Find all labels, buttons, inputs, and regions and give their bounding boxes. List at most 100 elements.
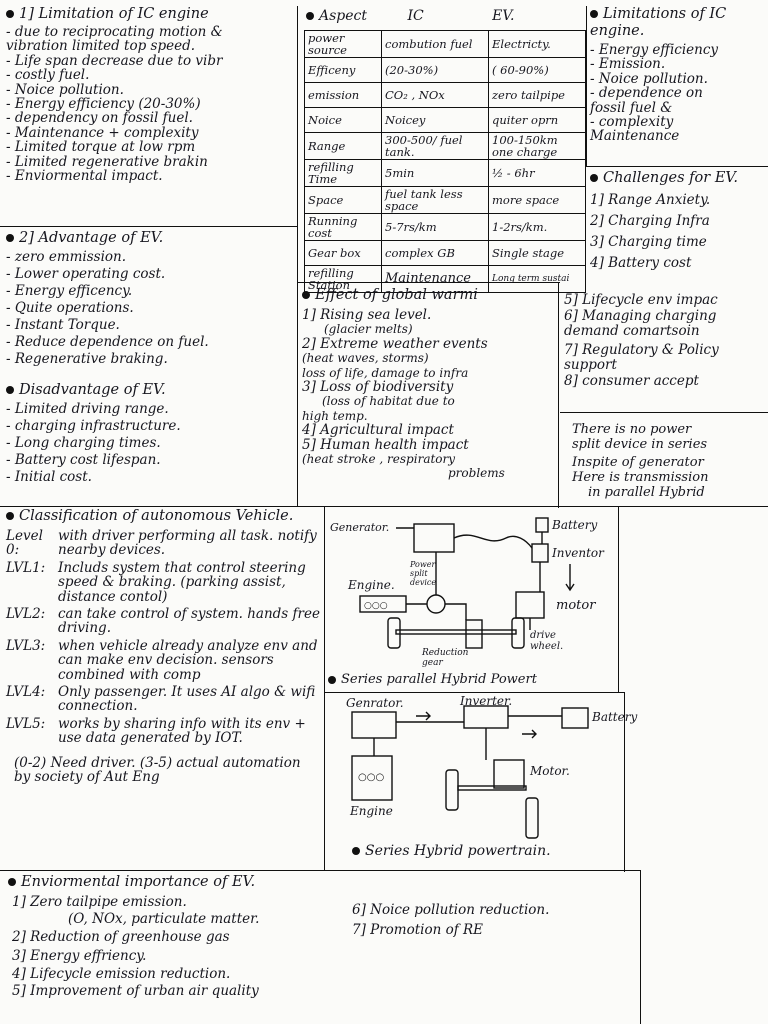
list-item: 3] Charging time	[590, 234, 707, 250]
list-item: - Regenerative braking.	[6, 351, 168, 367]
battery-label: Battery	[592, 710, 638, 724]
cell-aspect: Running cost	[304, 213, 382, 241]
wheel-right	[511, 617, 525, 649]
wire	[373, 711, 562, 760]
note-line: in parallel Hybrid	[588, 485, 705, 500]
note-line: There is no power	[572, 422, 692, 437]
list-item: fossil fuel &	[590, 99, 673, 116]
wheel-left	[387, 617, 401, 649]
list-item: - Enviormental impact.	[6, 168, 163, 185]
generator-label: Generator.	[330, 521, 390, 534]
section-title: Disadvantage of EV.	[6, 382, 296, 399]
env-importance-section: Enviormental importance of EV. 1] Zero t…	[8, 874, 638, 1020]
divider	[586, 166, 768, 167]
inverter-label: Inverter.	[460, 694, 513, 708]
wire-generator	[396, 527, 543, 630]
global-warming-list: 1] Rising sea level. (glacier melts) 2] …	[302, 308, 556, 481]
list-item: - Battery cost lifespan.	[6, 452, 161, 468]
cell-ev: more space	[488, 186, 586, 214]
cell-ic: Noicey	[381, 107, 489, 133]
note-line: Inspite of generator	[572, 455, 704, 470]
list-item: (glacier melts)	[324, 322, 413, 337]
list-item: - Quite operations.	[6, 300, 134, 316]
limitations-right-section: Limitations of IC engine. - Energy effic…	[590, 6, 766, 144]
bullet-icon	[6, 10, 14, 18]
list-item: - Maintenance + complexity	[6, 124, 199, 141]
engine-label: Engine	[350, 804, 393, 818]
list-item: - Initial cost.	[6, 469, 92, 485]
challenge-list: 1] Range Anxiety. 2] Charging Infra 3] C…	[590, 190, 766, 274]
list-item: - Energy efficiency	[590, 42, 719, 58]
divider	[618, 506, 619, 692]
list-item: - Limited regenerative brakin	[6, 153, 208, 170]
cell-aspect: Space	[304, 186, 382, 214]
cylinder-icon: ○○○	[364, 601, 388, 611]
note-line: Here is transmission	[572, 470, 709, 485]
level-key: LVL3:	[6, 637, 46, 654]
cell-aspect: refilling Time	[304, 159, 382, 187]
level-text: with driver performing all task. notify …	[58, 528, 317, 559]
list-item: 7] Regulatory & Policy support	[564, 342, 719, 373]
level-text: works by sharing info with its env + use…	[58, 715, 306, 747]
cell-ic: 5min	[381, 159, 489, 187]
reduction-gear-label: Reduction gear	[422, 648, 469, 668]
cell-ev: 100-150km one charge	[488, 132, 586, 160]
advantages-section: 2] Advantage of EV. - zero emmission. - …	[6, 230, 296, 368]
level-row: Level 0:with driver performing all task.…	[6, 529, 322, 558]
engine-cylinders: ○○○	[364, 601, 388, 611]
inverter-box	[463, 705, 509, 729]
list-item: (O, NOx, particulate matter.	[68, 911, 260, 927]
level-key: LVL5:	[6, 715, 46, 732]
list-item: 5] Human health impact	[302, 436, 469, 453]
divider	[0, 226, 298, 227]
list-item: high temp.	[302, 408, 368, 423]
list-item: - Energy efficiency (20-30%)	[6, 96, 201, 113]
series-parallel-diagram: ○○○ Generator. Battery Inventor Power sp…	[326, 508, 616, 692]
list-item: - Lower operating cost.	[6, 266, 166, 282]
automation-note: (0-2) Need driver. (3-5) actual automati…	[14, 754, 301, 786]
wheel-left	[445, 769, 459, 811]
diagram-caption: Series Hybrid powertrain.	[352, 844, 551, 858]
power-split-label: Power split device	[410, 560, 437, 587]
list-item: - Reduce dependence on fuel.	[6, 334, 209, 350]
list-item: - Noice pollution.	[6, 81, 124, 98]
bullet-icon	[8, 878, 16, 886]
series-parallel-schematic: ○○○	[359, 517, 575, 649]
list-item: - Emission.	[590, 56, 666, 73]
list-item: 6] Noice pollution reduction.	[352, 902, 550, 918]
cell-aspect: Range	[304, 132, 382, 160]
divider	[624, 692, 625, 872]
bullet-icon	[6, 234, 14, 242]
section-title: Enviormental importance of EV.	[8, 874, 638, 891]
limitation-list: - Energy efficiency - Emission. - Noice …	[590, 43, 766, 144]
bullet-icon	[302, 291, 310, 299]
cell-ic: 5-7rs/km	[381, 213, 489, 241]
list-item: loss of life, damage to infra	[302, 365, 469, 380]
list-item: - complexity	[590, 114, 674, 131]
list-item: - Noice pollution.	[590, 70, 708, 87]
cell-ic: complex GB	[381, 240, 489, 266]
level-key: LVL2:	[6, 606, 46, 623]
list-item: 4] Agricultural impact	[302, 422, 454, 439]
divider	[324, 506, 325, 870]
list-item: 1] Range Anxiety.	[590, 192, 711, 208]
level-key: LVL1:	[6, 559, 46, 576]
list-item: - dependency on fossil fuel.	[6, 110, 193, 127]
challenges-continued: 5] Lifecycle env impac 6] Managing charg…	[564, 292, 766, 390]
section-title: 2] Advantage of EV.	[6, 230, 296, 247]
list-item: - dependence on	[590, 85, 703, 102]
generator-label: Genrator.	[346, 696, 404, 710]
list-item: problems	[448, 466, 505, 481]
ic-limitations-section: 1] Limitation of IC engine - due to reci…	[6, 6, 298, 183]
list-item: - Life span decrease due to vibr	[6, 52, 223, 69]
disadvantages-section: Disadvantage of EV. - Limited driving ra…	[6, 382, 296, 486]
cell-ic: (20-30%)	[381, 57, 489, 83]
divider	[297, 6, 298, 506]
engine-label: Engine.	[348, 578, 395, 592]
motor-label: Motor.	[530, 764, 570, 778]
